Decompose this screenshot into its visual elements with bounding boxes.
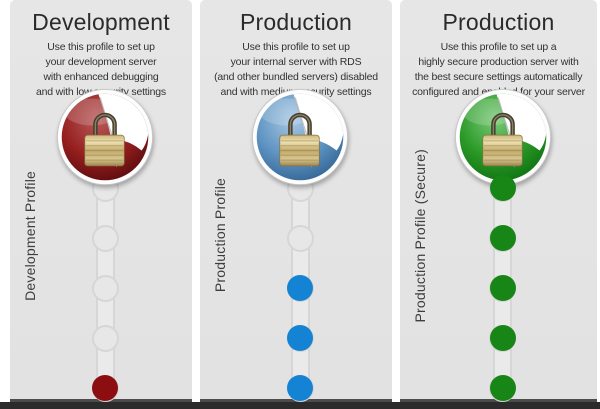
side-label-wrap: Production Profile — [212, 148, 228, 323]
description-line: your development server — [45, 56, 157, 68]
meter-dot-filled — [287, 275, 313, 301]
meter-node — [286, 374, 314, 402]
profile-card-production-secure[interactable]: Production Use this profile to set up a … — [400, 0, 597, 402]
meter-track — [95, 158, 115, 396]
meter-dot-filled — [489, 375, 516, 401]
meter-node — [286, 224, 314, 252]
meter-track — [290, 158, 310, 396]
profile-title: Production — [442, 9, 555, 35]
meter-dot-filled — [287, 325, 313, 351]
description-line: (and other bundled servers) disabled — [214, 71, 378, 83]
meter-dot-filled — [489, 225, 516, 251]
peeled-corner — [293, 93, 344, 151]
description-line: Use this profile to set up — [47, 41, 155, 53]
meter-dot-filled — [92, 375, 118, 401]
profile-side-label: Development Profile — [22, 170, 38, 301]
description-line: Use this profile to set up a — [440, 41, 557, 53]
description-line: Use this profile to set up — [242, 41, 350, 53]
description-line: your internal server with RDS — [230, 56, 362, 68]
meter-node — [91, 324, 119, 352]
meter-dot-filled — [287, 375, 313, 401]
profile-title: Development — [32, 9, 170, 35]
meter-node — [286, 274, 314, 302]
meter-track — [493, 158, 512, 396]
padlock-sticker-icon — [454, 88, 551, 186]
meter-node — [489, 324, 516, 352]
meter-node — [489, 224, 516, 252]
profile-side-label: Production Profile (Secure) — [412, 148, 428, 323]
peeled-corner — [98, 93, 149, 151]
meter-node — [91, 374, 119, 402]
meter-node — [489, 374, 516, 402]
profile-card-development[interactable]: Development Use this profile to set up y… — [10, 0, 192, 402]
description-line: with enhanced debugging — [43, 71, 159, 83]
peeled-corner — [495, 93, 546, 151]
profile-title: Production — [240, 9, 352, 35]
padlock-sticker-icon — [56, 88, 154, 186]
meter-node — [286, 324, 314, 352]
meter-dot-filled — [489, 275, 516, 301]
profile-card-production[interactable]: Production Use this profile to set up yo… — [200, 0, 392, 402]
description-line: the best secure settings automatically — [414, 71, 583, 83]
meter-node — [489, 274, 516, 302]
side-label-wrap: Development Profile — [22, 148, 38, 323]
description-line: highly secure production server with — [418, 56, 579, 68]
profile-side-label: Production Profile — [212, 178, 228, 293]
padlock-sticker-icon — [251, 88, 349, 186]
meter-node — [91, 224, 119, 252]
base-bar — [0, 402, 600, 409]
meter-dot-filled — [489, 325, 516, 351]
meter-node — [91, 274, 119, 302]
side-label-wrap: Production Profile (Secure) — [412, 148, 428, 323]
